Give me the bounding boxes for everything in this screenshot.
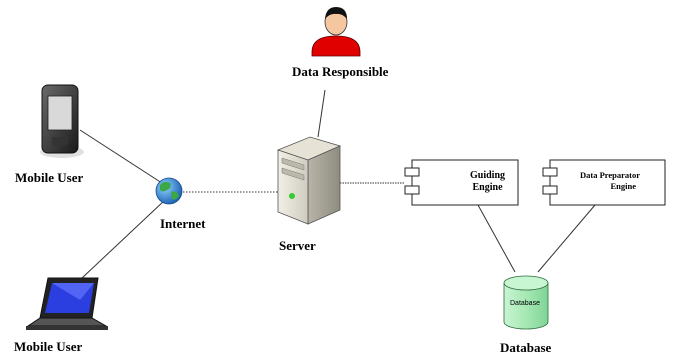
globe-icon [155, 177, 183, 205]
edge-preparator-database [537, 204, 596, 273]
edge-phone-internet [79, 129, 166, 186]
guiding-engine-label: Guiding Engine [470, 170, 505, 194]
uml-component-icon [404, 159, 519, 206]
mobile-user-phone-label: Mobile User [15, 170, 84, 185]
person-icon [311, 7, 361, 57]
connectors [79, 89, 596, 279]
database-cylinder-label: Database [510, 300, 540, 307]
data-preparator-engine-label-line1: Data Preparator [580, 170, 641, 180]
laptop-icon [26, 277, 108, 330]
data-preparator-engine-label-line2: Engine [610, 181, 637, 191]
edge-laptop-internet [81, 199, 166, 279]
uml-component-icon [542, 159, 666, 206]
data-preparator-engine-label: Data Preparator Engine [580, 170, 640, 192]
smartphone-icon [40, 84, 84, 158]
database-label: Database [500, 340, 552, 355]
internet-label: Internet [160, 216, 206, 231]
server-label: Server [279, 238, 316, 253]
guiding-engine-label-line1: Guiding [470, 170, 506, 181]
server-tower-icon [276, 136, 342, 225]
edge-server-responsible [317, 89, 326, 138]
data-responsible-label: Data Responsible [292, 64, 389, 79]
database-cylinder-icon [503, 275, 549, 330]
edge-guiding-database [477, 204, 516, 273]
mobile-user-laptop-label: Mobile User [14, 339, 83, 354]
guiding-engine-label-line2: Engine [472, 182, 503, 193]
